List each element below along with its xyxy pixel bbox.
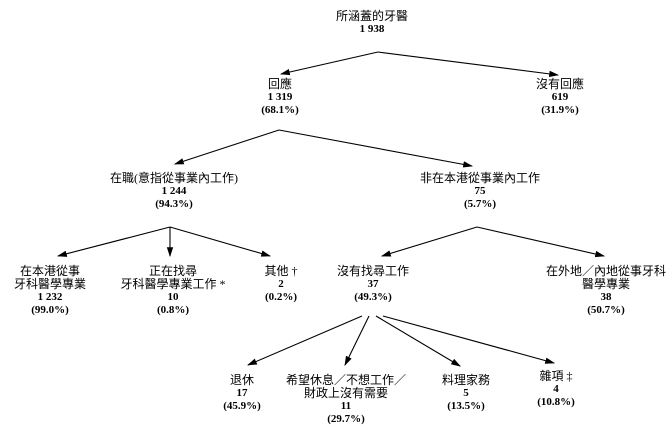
node-overseas-pct: (50.7%) — [587, 304, 625, 316]
arrow-total-responded — [279, 51, 379, 76]
node-working-pct: (94.3%) — [155, 198, 193, 210]
arrow-working-others — [169, 226, 272, 257]
node-seeking-pct: (0.8%) — [156, 304, 190, 316]
arrow-notseeking-rest — [344, 315, 370, 366]
node-total-label: 所涵蓋的牙醫 — [335, 9, 409, 23]
node-total-value: 1 938 — [359, 23, 385, 35]
node-retired-value: 17 — [236, 387, 248, 399]
node-not-working-hk: 非在本港從事業內工作 75 (5.7%) — [420, 172, 540, 211]
node-overseas: 在外地／內地從事牙科 醫學專業 38 (50.7%) — [546, 265, 666, 317]
node-not-seeking-label: 沒有找尋工作 — [336, 264, 410, 278]
node-misc-value: 4 — [553, 383, 559, 395]
arrow-notworking-notseeking — [380, 226, 478, 257]
node-overseas-label1: 在外地／內地從事牙科 — [545, 264, 667, 278]
node-working-label: 在職(意指從事業內工作) — [110, 171, 238, 185]
node-no-response-value: 619 — [551, 91, 569, 103]
arrow-responded-working — [173, 129, 280, 165]
node-overseas-label2: 醫學專業 — [581, 277, 631, 291]
node-not-working-hk-label: 非在本港從事業內工作 — [419, 171, 541, 185]
node-practising-hk-value: 1 232 — [37, 291, 63, 303]
node-retired-label: 退休 — [229, 373, 255, 387]
node-not-working-hk-pct: (5.7%) — [463, 198, 497, 210]
node-rest: 希望休息／不想工作／ 財政上沒有需要 11 (29.7%) — [286, 374, 406, 426]
node-housework-value: 5 — [463, 387, 469, 399]
node-misc-label: 雜項 ‡ — [539, 369, 573, 383]
node-retired-pct: (45.9%) — [223, 400, 261, 412]
node-no-response-pct: (31.9%) — [541, 104, 579, 116]
node-not-seeking-value: 37 — [367, 278, 379, 290]
arrow-notseeking-misc — [382, 315, 556, 364]
node-rest-pct: (29.7%) — [327, 413, 365, 425]
node-practising-hk-label2: 牙科醫學專業 — [13, 277, 87, 291]
node-others-pct: (0.2%) — [264, 291, 298, 303]
node-total: 所涵蓋的牙醫 1 938 — [336, 10, 408, 36]
node-responded-value: 1 319 — [267, 91, 293, 103]
arrow-working-practising — [56, 226, 171, 257]
node-rest-label1: 希望休息／不想工作／ — [285, 373, 407, 387]
node-no-response-label: 沒有回應 — [535, 77, 585, 91]
arrow-notworking-overseas — [476, 226, 606, 258]
node-rest-value: 11 — [340, 400, 352, 412]
node-no-response: 沒有回應 619 (31.9%) — [536, 78, 584, 117]
arrow-total-no-response — [377, 51, 560, 78]
node-practising-hk-pct: (99.0%) — [31, 304, 69, 316]
arrow-notseeking-housework — [375, 315, 461, 367]
node-housework-label: 料理家務 — [441, 373, 491, 387]
node-rest-label2: 財政上沒有需要 — [303, 386, 389, 400]
node-seeking: 正在找尋 牙科醫學專業工作 * 10 (0.8%) — [120, 265, 225, 317]
node-practising-hk: 在本港從事 牙科醫學專業 1 232 (99.0%) — [14, 265, 86, 317]
node-not-seeking: 沒有找尋工作 37 (49.3%) — [337, 265, 409, 304]
node-misc-pct: (10.8%) — [537, 396, 575, 408]
node-seeking-value: 10 — [167, 291, 179, 303]
arrow-responded-not-working — [278, 129, 474, 168]
node-working: 在職(意指從事業內工作) 1 244 (94.3%) — [110, 172, 238, 211]
node-responded-pct: (68.1%) — [261, 104, 299, 116]
node-others-value: 2 — [278, 278, 284, 290]
node-not-seeking-pct: (49.3%) — [354, 291, 392, 303]
node-seeking-label2: 牙科醫學專業工作 * — [120, 277, 226, 291]
node-working-value: 1 244 — [161, 185, 187, 197]
node-retired: 退休 17 (45.9%) — [223, 374, 261, 413]
node-practising-hk-label1: 在本港從事 — [19, 264, 81, 278]
arrow-notseeking-retired — [246, 315, 363, 366]
node-misc: 雜項 ‡ 4 (10.8%) — [537, 370, 575, 409]
node-others: 其他 † 2 (0.2%) — [264, 265, 297, 304]
node-housework: 料理家務 5 (13.5%) — [442, 374, 490, 413]
node-housework-pct: (13.5%) — [447, 400, 485, 412]
node-seeking-label1: 正在找尋 — [148, 264, 198, 278]
node-responded-label: 回應 — [267, 77, 293, 91]
node-others-label: 其他 † — [264, 264, 298, 278]
node-not-working-hk-value: 75 — [474, 185, 486, 197]
node-overseas-value: 38 — [600, 291, 612, 303]
node-responded: 回應 1 319 (68.1%) — [261, 78, 299, 117]
